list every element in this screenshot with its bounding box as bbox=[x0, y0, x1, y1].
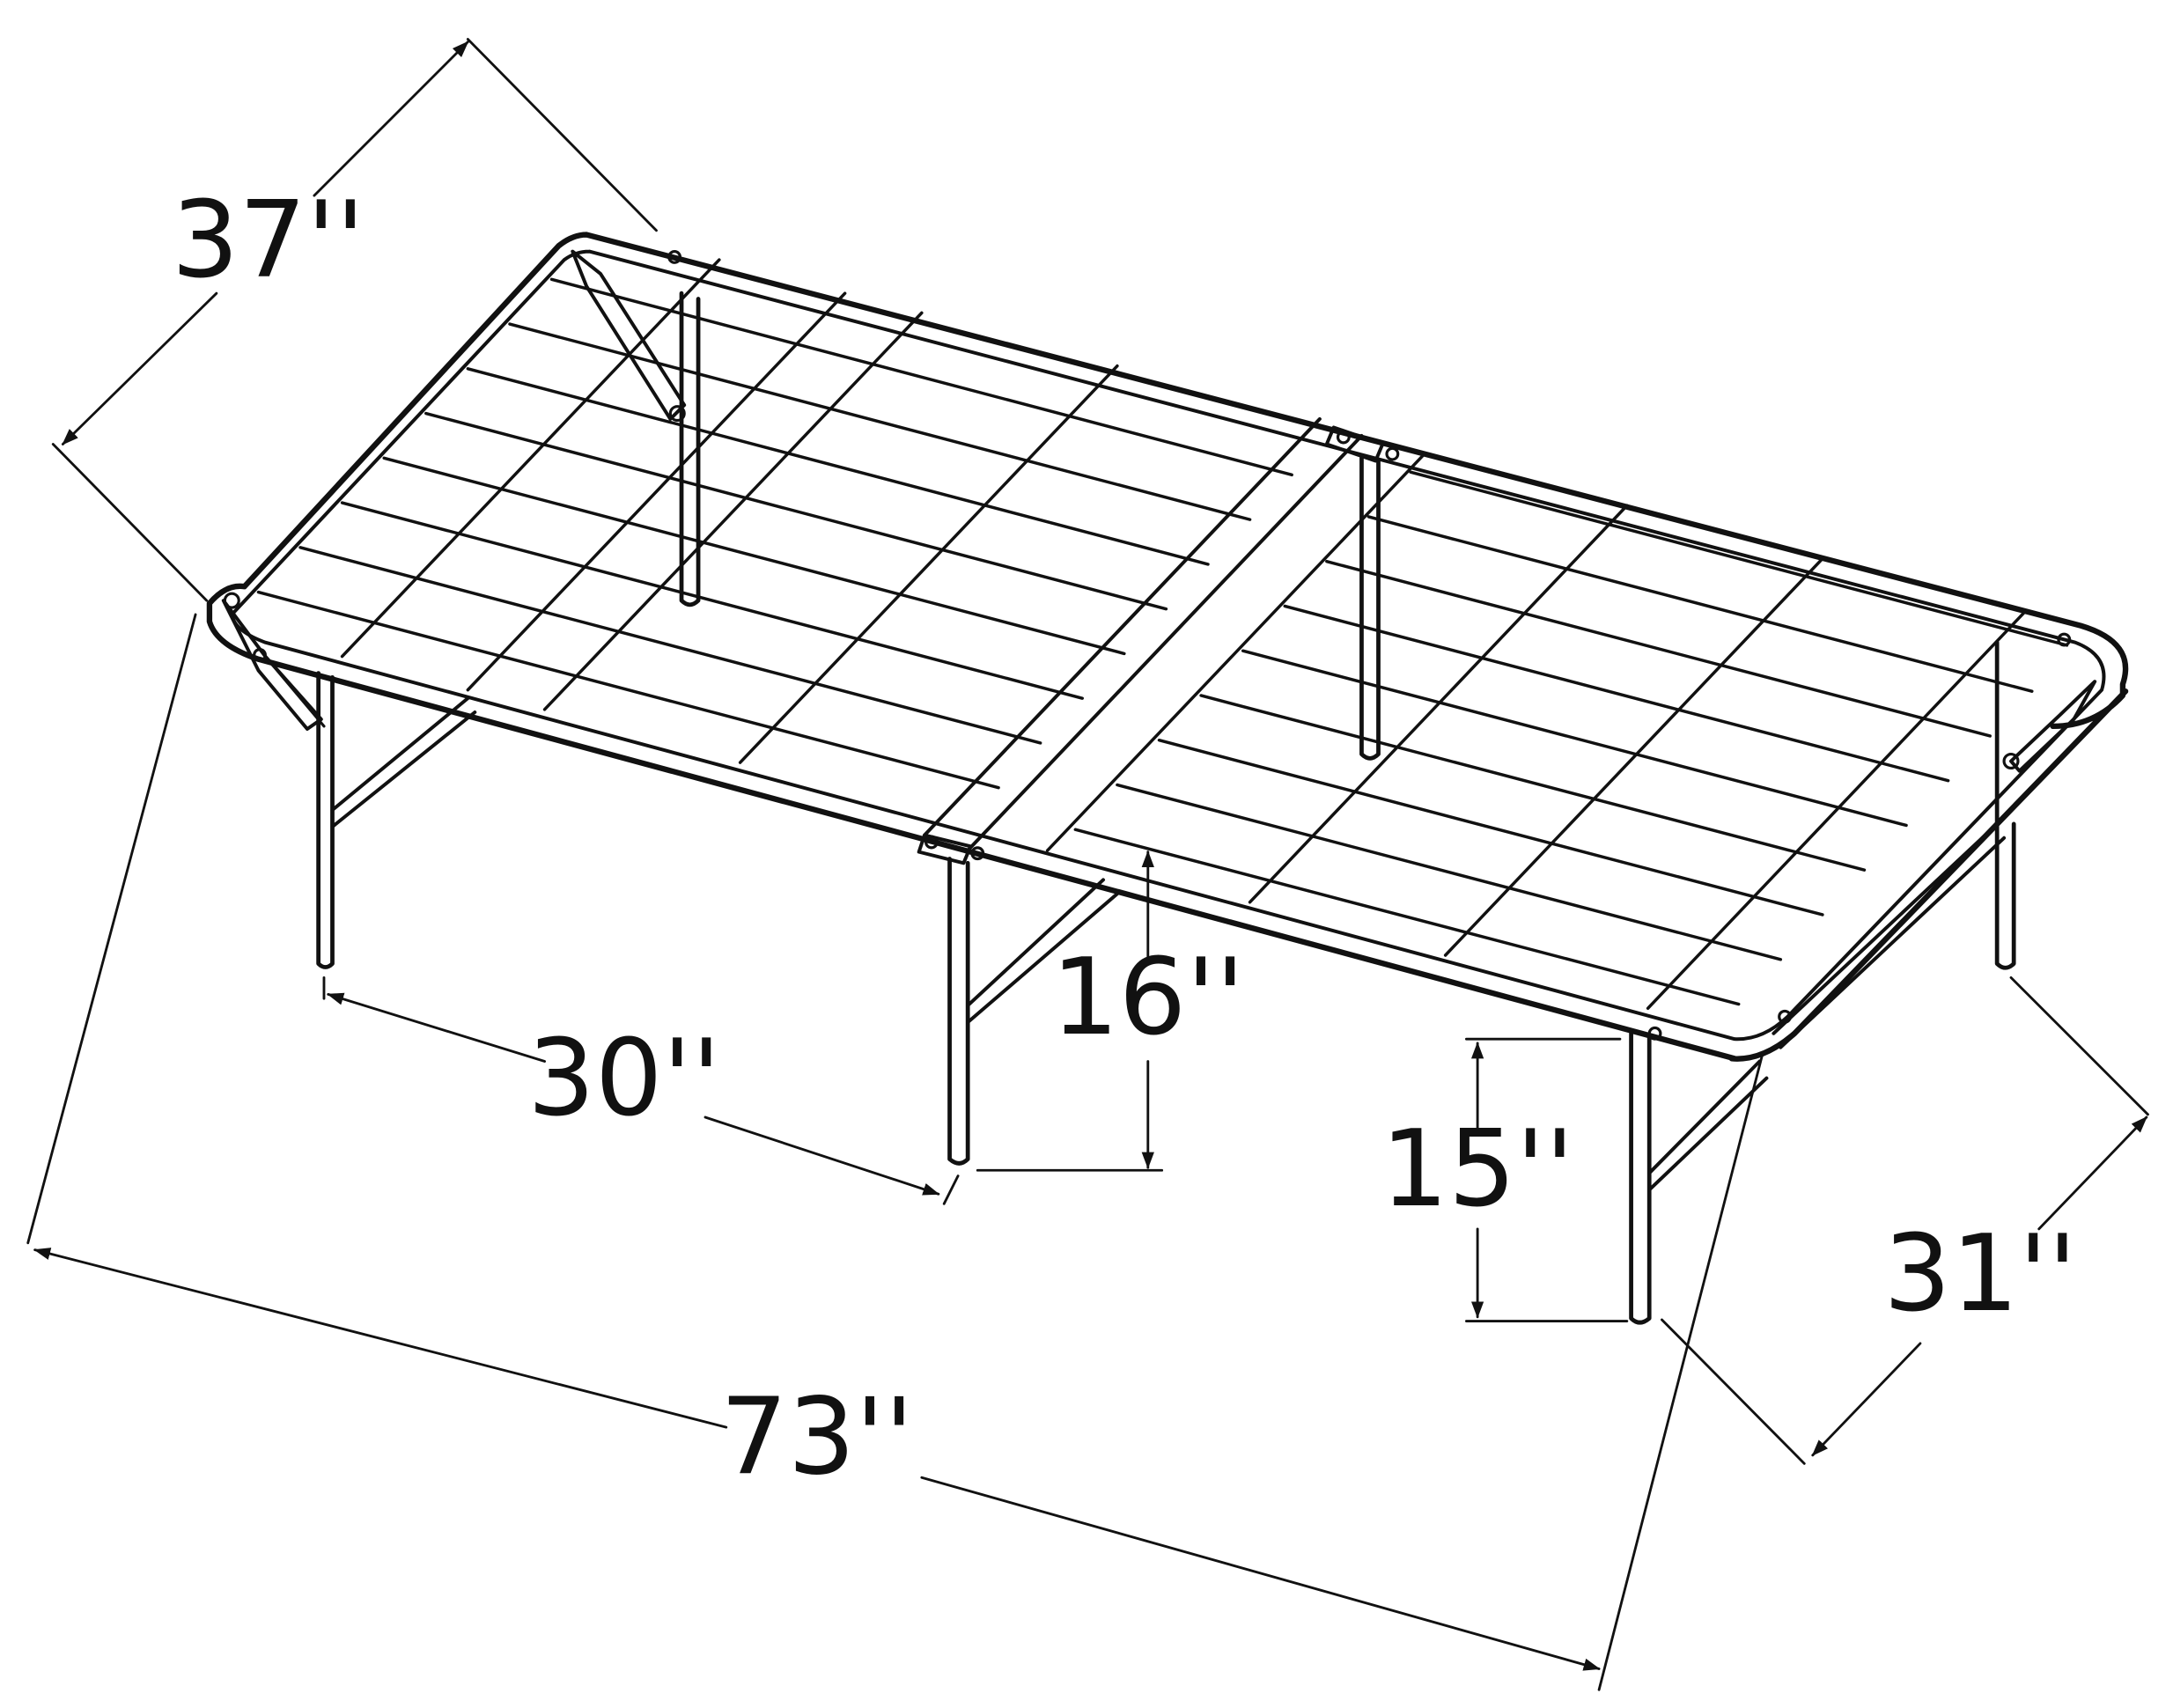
dimension-depth-small: 31'' bbox=[1661, 975, 2149, 1465]
center-hinge bbox=[917, 416, 1400, 865]
leg-braces bbox=[263, 654, 2007, 1192]
long-slats-left bbox=[340, 258, 1119, 764]
dim-label-clearance: 16'' bbox=[1051, 936, 1245, 1059]
dim-label-span: 30'' bbox=[527, 1017, 721, 1140]
dim-label-leg-height: 15'' bbox=[1381, 1108, 1574, 1231]
dimension-clearance: 16'' bbox=[976, 850, 1245, 1172]
dimension-leg-height: 15'' bbox=[1381, 1037, 1629, 1322]
cross-slats-left bbox=[256, 277, 1293, 790]
bed-frame bbox=[206, 232, 2129, 1325]
cross-slats-right bbox=[1073, 470, 2069, 1006]
dimension-width: 37'' bbox=[51, 38, 658, 602]
legs bbox=[316, 291, 2016, 1325]
dimension-span: 30'' bbox=[322, 975, 960, 1205]
dim-label-length: 73'' bbox=[720, 1375, 914, 1498]
corner-brackets bbox=[221, 249, 2097, 1041]
dim-label-width: 37'' bbox=[172, 179, 365, 302]
long-slats-right bbox=[1045, 452, 2027, 1011]
outer-rail bbox=[206, 232, 2129, 1062]
dimension-length: 73'' bbox=[26, 613, 1764, 1691]
dim-label-depth-small: 31'' bbox=[1883, 1212, 2077, 1336]
